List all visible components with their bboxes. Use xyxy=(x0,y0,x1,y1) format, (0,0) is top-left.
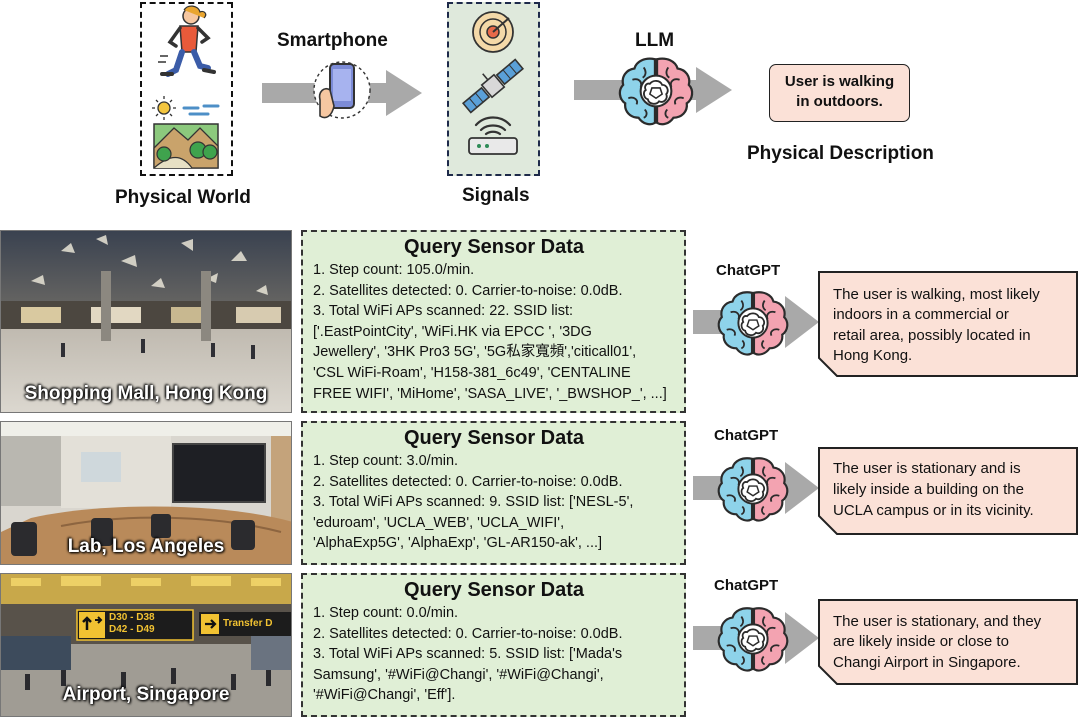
description-line: in outdoors. xyxy=(796,93,883,110)
gate-sign: D30 - D38 xyxy=(109,612,155,623)
brain-icon xyxy=(717,607,789,672)
physical-world-illustration xyxy=(152,5,220,169)
answer-box xyxy=(818,447,1078,535)
airport-photo: D30 - D38 D42 - D49 Transfer D Airport, … xyxy=(0,573,292,717)
smartphone-label: Smartphone xyxy=(277,30,388,51)
sensor-line: 'AlphaExp5G', 'AlphaExp', 'GL-AR150-ak',… xyxy=(313,535,603,552)
description-line: User is walking xyxy=(784,73,895,90)
location-label: Lab, Los Angeles xyxy=(67,536,225,557)
query-title: Query Sensor Data xyxy=(403,236,585,258)
physical-world-label: Physical World xyxy=(115,187,251,208)
chatgpt-label: ChatGPT xyxy=(714,577,779,594)
chatgpt-label: ChatGPT xyxy=(716,262,781,279)
physical-description-box: User is walking in outdoors. xyxy=(769,64,910,122)
lab-scene xyxy=(1,422,291,564)
sensor-line: 'eduroam', 'UCLA_WEB', 'UCLA_WIFI', xyxy=(313,514,565,531)
radar-icon xyxy=(472,11,514,53)
gate-sign: D42 - D49 xyxy=(109,624,155,635)
answer-line: are likely inside or close to xyxy=(833,633,1009,650)
sensor-line: 1. Step count: 105.0/min. xyxy=(313,262,475,278)
sensor-line: 3. Total WiFi APs scanned: 5. SSID list:… xyxy=(313,646,623,663)
signals-box xyxy=(447,2,540,176)
sensor-line: 2. Satellites detected: 0. Carrier-to-no… xyxy=(313,473,623,490)
signals-label: Signals xyxy=(462,185,530,206)
wifi-router-icon xyxy=(468,116,518,155)
answer-line: retail area, possibly located in xyxy=(833,327,1031,344)
transfer-sign: Transfer D xyxy=(223,618,273,629)
brain-icon xyxy=(717,457,789,522)
query-sensor-data-box: Query Sensor Data 1. Step count: 105.0/m… xyxy=(301,230,686,413)
landscape-icon xyxy=(153,123,219,169)
sensor-line: 'CSL WiFi-Roam', 'H158-381_6c49', 'CENTA… xyxy=(313,364,631,381)
signals-illustration xyxy=(461,11,525,155)
satellite-icon xyxy=(461,58,525,114)
query-title: Query Sensor Data xyxy=(403,427,585,449)
sensor-line: 3. Total WiFi APs scanned: 22. SSID list… xyxy=(313,303,574,320)
sensor-line: Jewellery', '3HK Pro3 5G', '5G私家寬頻','cit… xyxy=(313,344,637,361)
sun-icon xyxy=(152,96,176,120)
sensor-line: FREE WIFI', 'MiHome', 'SASA_LIVE', '_BWS… xyxy=(313,385,667,402)
mall-scene xyxy=(1,231,291,412)
llm-label: LLM xyxy=(635,30,675,51)
answer-line: indoors in a commercial or xyxy=(833,306,1009,323)
sensor-line: '#WiFi@Changi', 'Eff']. xyxy=(313,687,456,704)
shopping-mall-photo: Shopping Mall, Hong Kong xyxy=(0,230,292,413)
answer-line: The user is walking, most likely xyxy=(833,286,1040,303)
cloud-icon xyxy=(182,104,220,116)
answer-line: Changi Airport in Singapore. xyxy=(833,654,1021,671)
location-label: Shopping Mall, Hong Kong xyxy=(24,383,268,404)
brain-icon xyxy=(717,291,789,356)
query-title: Query Sensor Data xyxy=(403,579,585,601)
query-sensor-data-box: Query Sensor Data 1. Step count: 0.0/min… xyxy=(301,573,686,717)
answer-line: The user is stationary and is xyxy=(833,460,1021,477)
sensor-line: 1. Step count: 3.0/min. xyxy=(313,453,459,469)
lab-photo: Lab, Los Angeles xyxy=(0,421,292,565)
answer-line: Hong Kong. xyxy=(833,347,913,364)
location-label: Airport, Singapore xyxy=(62,684,230,705)
answer-box xyxy=(818,599,1078,685)
runner-icon xyxy=(158,5,216,77)
answer-line: likely inside a building on the xyxy=(833,481,1024,498)
sensor-line: 2. Satellites detected: 0. Carrier-to-no… xyxy=(313,625,623,642)
query-sensor-data-box: Query Sensor Data 1. Step count: 3.0/min… xyxy=(301,421,686,565)
smartphone-icon xyxy=(313,61,371,119)
chatgpt-label: ChatGPT xyxy=(714,427,779,444)
sensor-line: 1. Step count: 0.0/min. xyxy=(313,605,459,621)
sensor-line: 2. Satellites detected: 0. Carrier-to-no… xyxy=(313,282,623,299)
answer-box xyxy=(818,271,1078,377)
sensor-line: ['.EastPointCity', 'WiFi.HK via EPCC ', … xyxy=(313,323,592,340)
physical-world-box xyxy=(140,2,233,176)
sensor-line: 3. Total WiFi APs scanned: 9. SSID list:… xyxy=(313,494,634,511)
sensor-line: Samsung', '#WiFi@Changi', '#WiFi@Changi'… xyxy=(313,666,604,683)
brain-icon xyxy=(618,57,694,126)
answer-line: UCLA campus or in its vicinity. xyxy=(833,502,1034,519)
physical-description-label: Physical Description xyxy=(747,143,934,164)
airport-scene xyxy=(1,574,291,716)
answer-line: The user is stationary, and they xyxy=(833,613,1042,630)
